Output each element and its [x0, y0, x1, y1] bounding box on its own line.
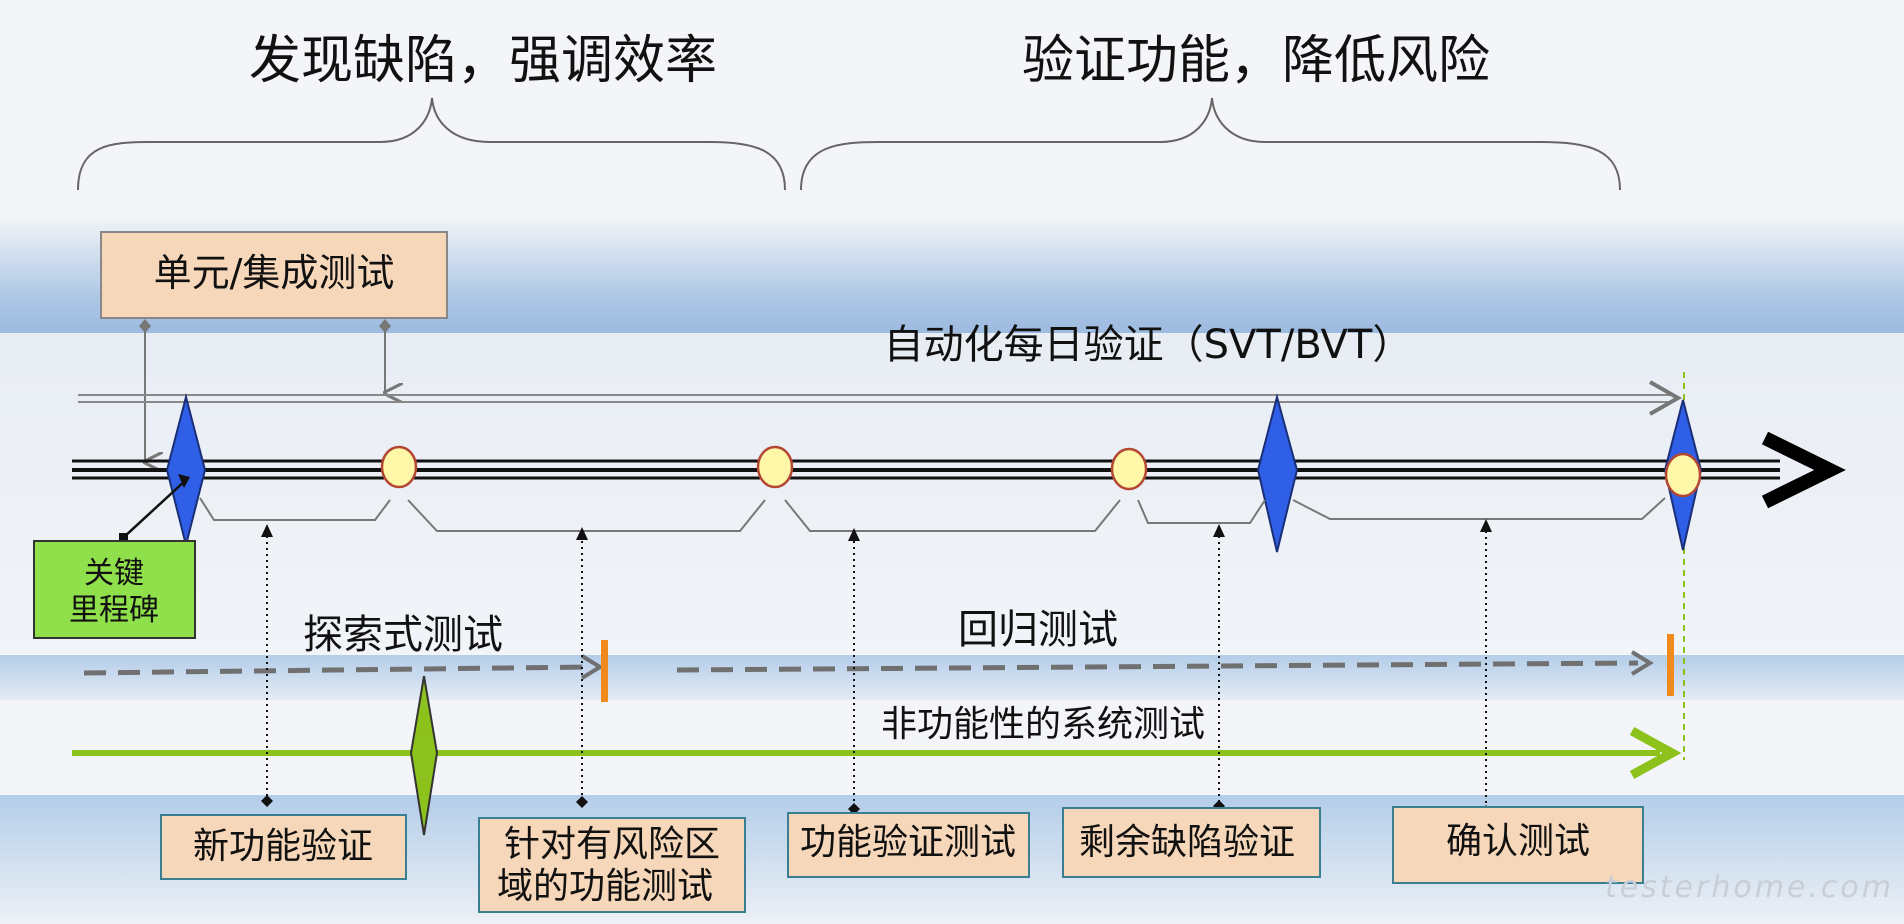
key-milestone-box [33, 540, 196, 639]
brace-left [77, 97, 786, 191]
unit-integration-label: 单元/集成测试 [154, 251, 395, 295]
box-acceptance-test-label: 确认测试 [1446, 821, 1590, 862]
connector-arrowhead [1213, 524, 1225, 537]
connector-dot [261, 795, 273, 807]
box-new-feature-verification [160, 814, 407, 880]
box-risk-area-line1: 针对有风险区 [504, 824, 720, 865]
checkpoint-circle-2 [756, 445, 794, 489]
heading-left: 发现缺陷，强调效率 [249, 31, 717, 91]
phase-bracket-3 [784, 499, 1121, 532]
phase-bracket-4 [1137, 499, 1266, 524]
exploratory-test-label: 探索式测试 [303, 612, 503, 658]
milestone-diamond-1 [165, 393, 207, 546]
connector-dot [379, 319, 391, 333]
box-remaining-defect-label: 剩余缺陷验证 [1079, 822, 1295, 863]
heading-right: 验证功能，降低风险 [1022, 31, 1490, 91]
unit-integration-box [100, 231, 448, 319]
connector-arrowhead [576, 527, 588, 540]
milestone-pointer-head [178, 474, 190, 488]
timeline-arrowhead [1761, 431, 1846, 509]
milestone-pointer-tail [119, 533, 128, 542]
svt-bvt-arrowhead [1649, 380, 1683, 416]
key-milestone-label-line2: 里程碑 [69, 593, 159, 628]
nonfunctional-milestone-diamond [409, 675, 439, 836]
regression-end-marker [1667, 634, 1674, 696]
phase-bracket-2 [407, 499, 766, 532]
watermark: testerhome.com [1605, 870, 1894, 905]
connector-arrowhead [848, 528, 860, 541]
phase-bracket-5 [1292, 497, 1666, 520]
checkpoint-circle-1 [380, 445, 418, 489]
box-risk-area-functional-test [478, 817, 746, 913]
exploratory-dashed-line [83, 664, 589, 676]
phase-bracket-1 [199, 497, 391, 521]
box-acceptance-test [1392, 806, 1644, 884]
box-risk-area-line2: 域的功能测试 [497, 866, 713, 907]
band-mid-lower [0, 655, 1904, 700]
brace-right [800, 97, 1621, 191]
regression-arrowhead [1630, 650, 1654, 676]
band-middle [0, 333, 1904, 653]
box-functional-verification-label: 功能验证测试 [800, 822, 1016, 863]
connector-dot [576, 796, 588, 808]
connector-arrowhead [261, 524, 273, 537]
regression-test-label: 回归测试 [958, 607, 1118, 653]
milestone-diamond-2 [1256, 393, 1299, 553]
box-new-feature-verification-label: 新功能验证 [193, 826, 373, 867]
checkpoint-circle-4 [1664, 452, 1702, 498]
nonfunctional-arrowhead [1629, 727, 1682, 779]
regression-dashed-line [676, 660, 1639, 673]
milestone-pointer [123, 479, 187, 538]
svt-bvt-label: 自动化每日验证（SVT/BVT） [884, 322, 1413, 368]
checkpoint-circle-3 [1110, 447, 1148, 491]
nonfunctional-test-label: 非功能性的系统测试 [881, 704, 1205, 745]
connector-dot [139, 319, 151, 333]
connector-arrowhead [1480, 519, 1492, 532]
exploratory-end-marker [601, 640, 608, 702]
key-milestone-label-line1: 关键 [84, 556, 144, 591]
box-remaining-defect-verification [1062, 807, 1321, 878]
box-functional-verification-test [787, 812, 1030, 878]
exploratory-arrowhead [580, 654, 604, 680]
